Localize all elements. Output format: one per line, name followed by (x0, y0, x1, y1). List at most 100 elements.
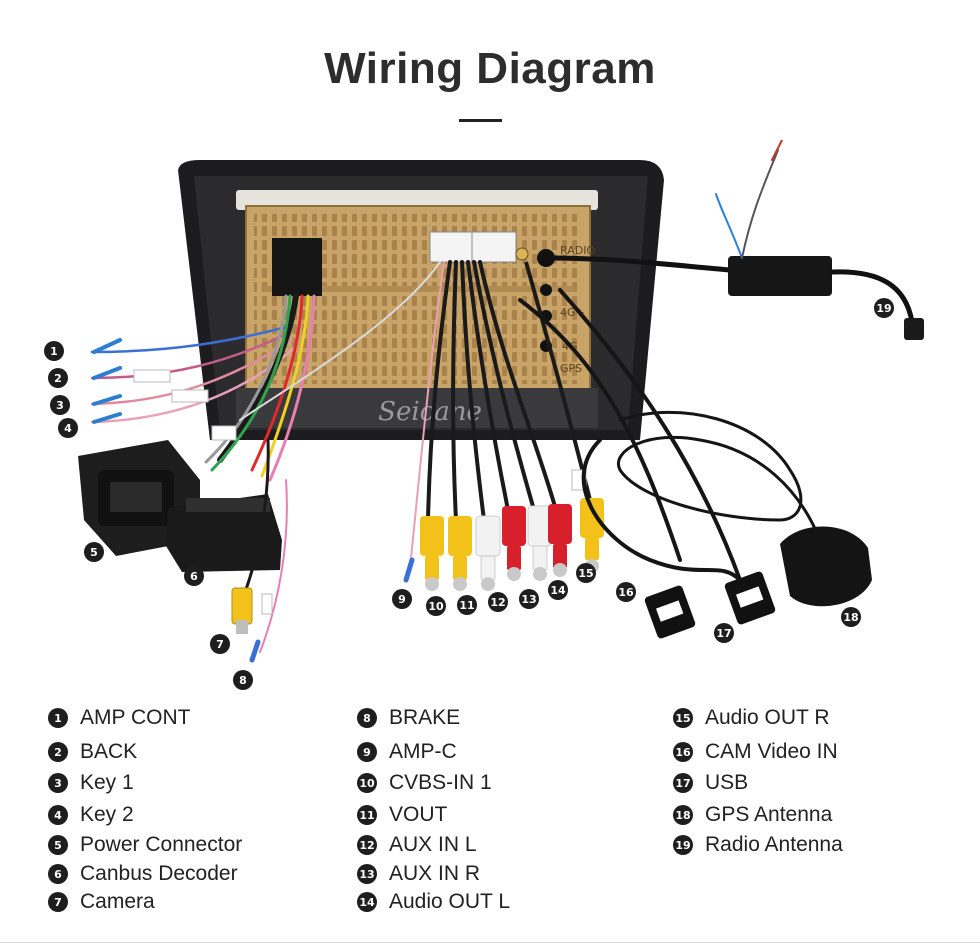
svg-text:14: 14 (550, 584, 566, 597)
legend-label: AUX IN R (389, 862, 481, 885)
left-wires (90, 324, 296, 424)
rca-plug-cvbs-in-1 (420, 516, 444, 591)
port-label-gps: GPS (560, 362, 582, 375)
callout-14: 14 (548, 580, 568, 600)
white-socket-right (471, 231, 517, 263)
legend-label: Key 1 (80, 771, 134, 794)
legend-label: Key 2 (80, 803, 134, 826)
gps-antenna (616, 410, 872, 607)
callout-8: 8 (233, 670, 253, 690)
legend-label: AMP CONT (80, 706, 191, 729)
legend-label: Camera (80, 890, 155, 913)
legend-label: CAM Video IN (705, 740, 838, 763)
legend-label: VOUT (389, 803, 448, 826)
rca-cables (239, 260, 558, 583)
rca-plug-vout (448, 516, 472, 591)
callout-4: 4 (58, 418, 78, 438)
legend-label: GPS Antenna (705, 803, 833, 826)
white-socket-left (429, 231, 475, 263)
legend-badge: 4 (48, 805, 68, 825)
svg-text:6: 6 (190, 570, 198, 583)
callout-17: 17 (714, 623, 734, 643)
legend-badge: 15 (673, 708, 693, 728)
legend-badge: 5 (48, 835, 68, 855)
legend-item-back: 2 BACK (48, 738, 137, 766)
svg-text:10: 10 (428, 600, 444, 613)
rca-plug-aux-in-l (475, 515, 501, 591)
legend-badge: 19 (673, 835, 693, 855)
legend-item-cam-video-in: 16 CAM Video IN (673, 738, 838, 766)
svg-text:4: 4 (64, 422, 72, 435)
legend-label: AMP-C (389, 740, 457, 763)
legend-badge: 17 (673, 773, 693, 793)
rca-plug-audio-out-l (527, 505, 553, 581)
canbus-decoder (166, 494, 282, 572)
legend-label: Power Connector (80, 833, 243, 856)
legend-item-aux-in-l: 12 AUX IN L (357, 831, 477, 859)
main-harness-socket (272, 238, 322, 296)
svg-text:1: 1 (50, 345, 58, 358)
rca-plugs (420, 504, 572, 591)
legend-label: Canbus Decoder (80, 862, 238, 885)
legend-item-radio-antenna: 19 Radio Antenna (673, 831, 843, 859)
callout-1: 1 (44, 341, 64, 361)
legend-label: AUX IN L (389, 833, 477, 856)
radio-antenna (543, 140, 924, 340)
title-underline (459, 119, 502, 122)
callouts: 1 2 3 4 5 6 7 8 9 10 11 12 13 14 15 16 1… (44, 298, 894, 690)
callout-16: 16 (616, 582, 636, 602)
svg-text:18: 18 (843, 611, 858, 624)
svg-text:19: 19 (876, 302, 891, 315)
legend-badge: 10 (357, 773, 377, 793)
camera-brake-wires (211, 425, 288, 663)
legend-item-gps-antenna: 18 GPS Antenna (673, 801, 832, 829)
callout-13: 13 (519, 589, 539, 609)
legend-label: Audio OUT R (705, 706, 830, 729)
callout-11: 11 (457, 595, 477, 615)
callout-9: 9 (392, 589, 412, 609)
svg-text:5: 5 (90, 546, 98, 559)
legend-label: Radio Antenna (705, 833, 843, 856)
bottom-divider (0, 942, 980, 943)
callout-7: 7 (210, 634, 230, 654)
legend-item-power-connector: 5 Power Connector (48, 831, 242, 859)
legend-badge: 14 (357, 892, 377, 912)
legend-label: BACK (80, 740, 138, 763)
svg-text:12: 12 (490, 596, 505, 609)
legend-item-key-1: 3 Key 1 (48, 769, 134, 797)
usb-cables (518, 288, 776, 639)
4g-top-port (540, 284, 552, 296)
gps-port (515, 247, 529, 261)
svg-text:3: 3 (56, 399, 64, 412)
callout-19: 19 (874, 298, 894, 318)
legend-badge: 16 (673, 742, 693, 762)
legend-badge: 18 (673, 805, 693, 825)
svg-text:7: 7 (216, 638, 224, 651)
svg-text:13: 13 (521, 593, 536, 606)
legend-item-usb: 17 USB (673, 769, 748, 797)
legend-badge: 2 (48, 742, 68, 762)
legend-label: USB (705, 771, 749, 794)
svg-text:15: 15 (578, 567, 593, 580)
svg-text:11: 11 (459, 599, 474, 612)
wiring-diagram: Seicane RADIO 4G+ 4G GPS (44, 140, 924, 690)
callout-18: 18 (841, 607, 861, 627)
legend-item-key-2: 4 Key 2 (48, 801, 134, 829)
legend-badge: 12 (357, 835, 377, 855)
watermark: Seicane (378, 397, 482, 427)
legend-badge: 3 (48, 773, 68, 793)
callout-5: 5 (84, 542, 104, 562)
callout-12: 12 (488, 592, 508, 612)
legend-badge: 1 (48, 708, 68, 728)
callout-15: 15 (576, 563, 596, 583)
callout-2: 2 (48, 368, 68, 388)
page-title: Wiring Diagram (324, 44, 656, 93)
rca-plug-audio-out-r (548, 504, 572, 577)
rca-plug-aux-in-r (502, 506, 526, 581)
callout-10: 10 (426, 596, 446, 616)
